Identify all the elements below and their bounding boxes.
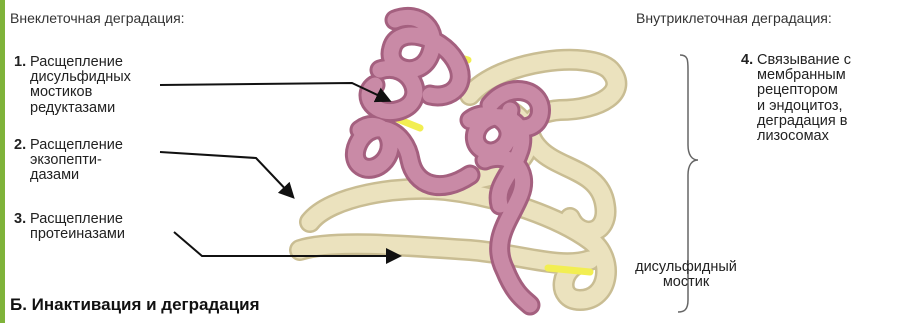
step-4-line-2: мембранным: [757, 68, 851, 83]
step-2-line-1: Расщепление: [30, 138, 123, 153]
step-3-line-1: Расщепление: [30, 212, 125, 227]
step-4-number: 4.: [741, 53, 757, 68]
step-1-line-4: редуктазами: [30, 101, 131, 116]
step-3-number: 3.: [14, 212, 30, 227]
arrow-step-2: [160, 152, 292, 196]
step-3-line-2: протеиназами: [30, 227, 125, 242]
bridge-label-line-1: дисульфидный: [624, 260, 748, 275]
disulfide-bridge-bottom: [548, 268, 590, 272]
disulfide-bridge-label: дисульфидный мостик: [624, 260, 748, 290]
step-2-number: 2.: [14, 138, 30, 153]
step-4-line-4: и эндоцитоз,: [757, 99, 851, 114]
step-4-line-6: лизосомах: [757, 129, 851, 144]
step-2-line-3: дазами: [30, 168, 123, 183]
step-1-number: 1.: [14, 55, 30, 70]
step-2-line-2: экзопепти-: [30, 153, 123, 168]
intracellular-degradation-header: Внутриклеточная деградация:: [636, 11, 832, 26]
step-4-line-1: Связывание с: [757, 53, 851, 68]
bridge-label-line-2: мостик: [624, 275, 748, 290]
arrow-step-1: [160, 83, 388, 100]
extracellular-degradation-header: Внеклеточная деградация:: [10, 11, 185, 26]
section-title: Б. Инактивация и деградация: [10, 296, 260, 314]
step-4-line-3: рецептором: [757, 83, 851, 98]
step-1-line-2: дисульфидных: [30, 70, 131, 85]
step-1-line-1: Расщепление: [30, 55, 131, 70]
step-1-line-3: мостиков: [30, 85, 131, 100]
step-4-line-5: деградация в: [757, 114, 851, 129]
